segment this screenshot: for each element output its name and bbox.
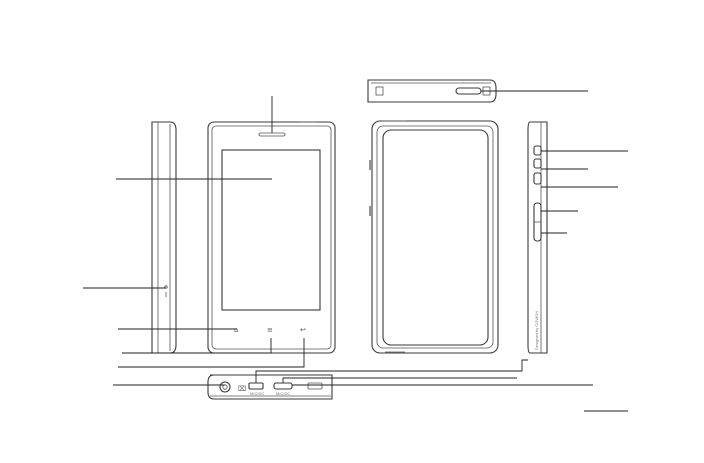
earphone-jack [219,381,231,393]
side-text: Designed by COWON [534,311,539,350]
leader-menu-key [122,338,272,354]
bottom-right-feature [307,382,323,390]
usb-port [248,382,264,390]
left-side-view [151,121,177,354]
power-slider [455,87,482,95]
front-bezel [211,125,332,350]
top-view [367,79,497,103]
leader-usb-port [255,359,528,383]
back-view [369,120,499,354]
leader-lines [83,90,628,412]
back-panel [382,129,489,346]
top-body [367,79,497,103]
bottom-view: ⌧ MIC/DC MIC/DC [207,374,333,400]
front-view: ⌂ ≡ ↩ [207,121,336,354]
menu-icon: ≡ [267,326,273,334]
mic-port [273,382,293,390]
back-body [371,120,499,354]
bottom-body [207,374,333,400]
touch-screen-area [221,149,321,311]
side-button-2 [533,158,542,169]
back-icon: ↩ [300,326,306,334]
back-rim [376,125,494,349]
leader-mic-port [282,377,517,383]
right-side-body [527,121,548,354]
side-button-3 [533,172,542,185]
port-label-left: MIC/DC [250,391,264,396]
right-side-view: Designed by COWON [527,121,548,354]
leader-back-key [118,338,305,368]
home-icon: ⌂ [234,326,238,334]
left-side-body [151,121,177,354]
usb-icon: ⌧ [238,385,246,393]
port-label-right: MIC/DC [276,391,290,396]
front-body [207,121,336,354]
earphone-jack-inner [222,384,228,390]
top-left-feature [375,86,384,96]
side-button-1 [533,145,542,156]
speaker-grille [258,132,286,137]
